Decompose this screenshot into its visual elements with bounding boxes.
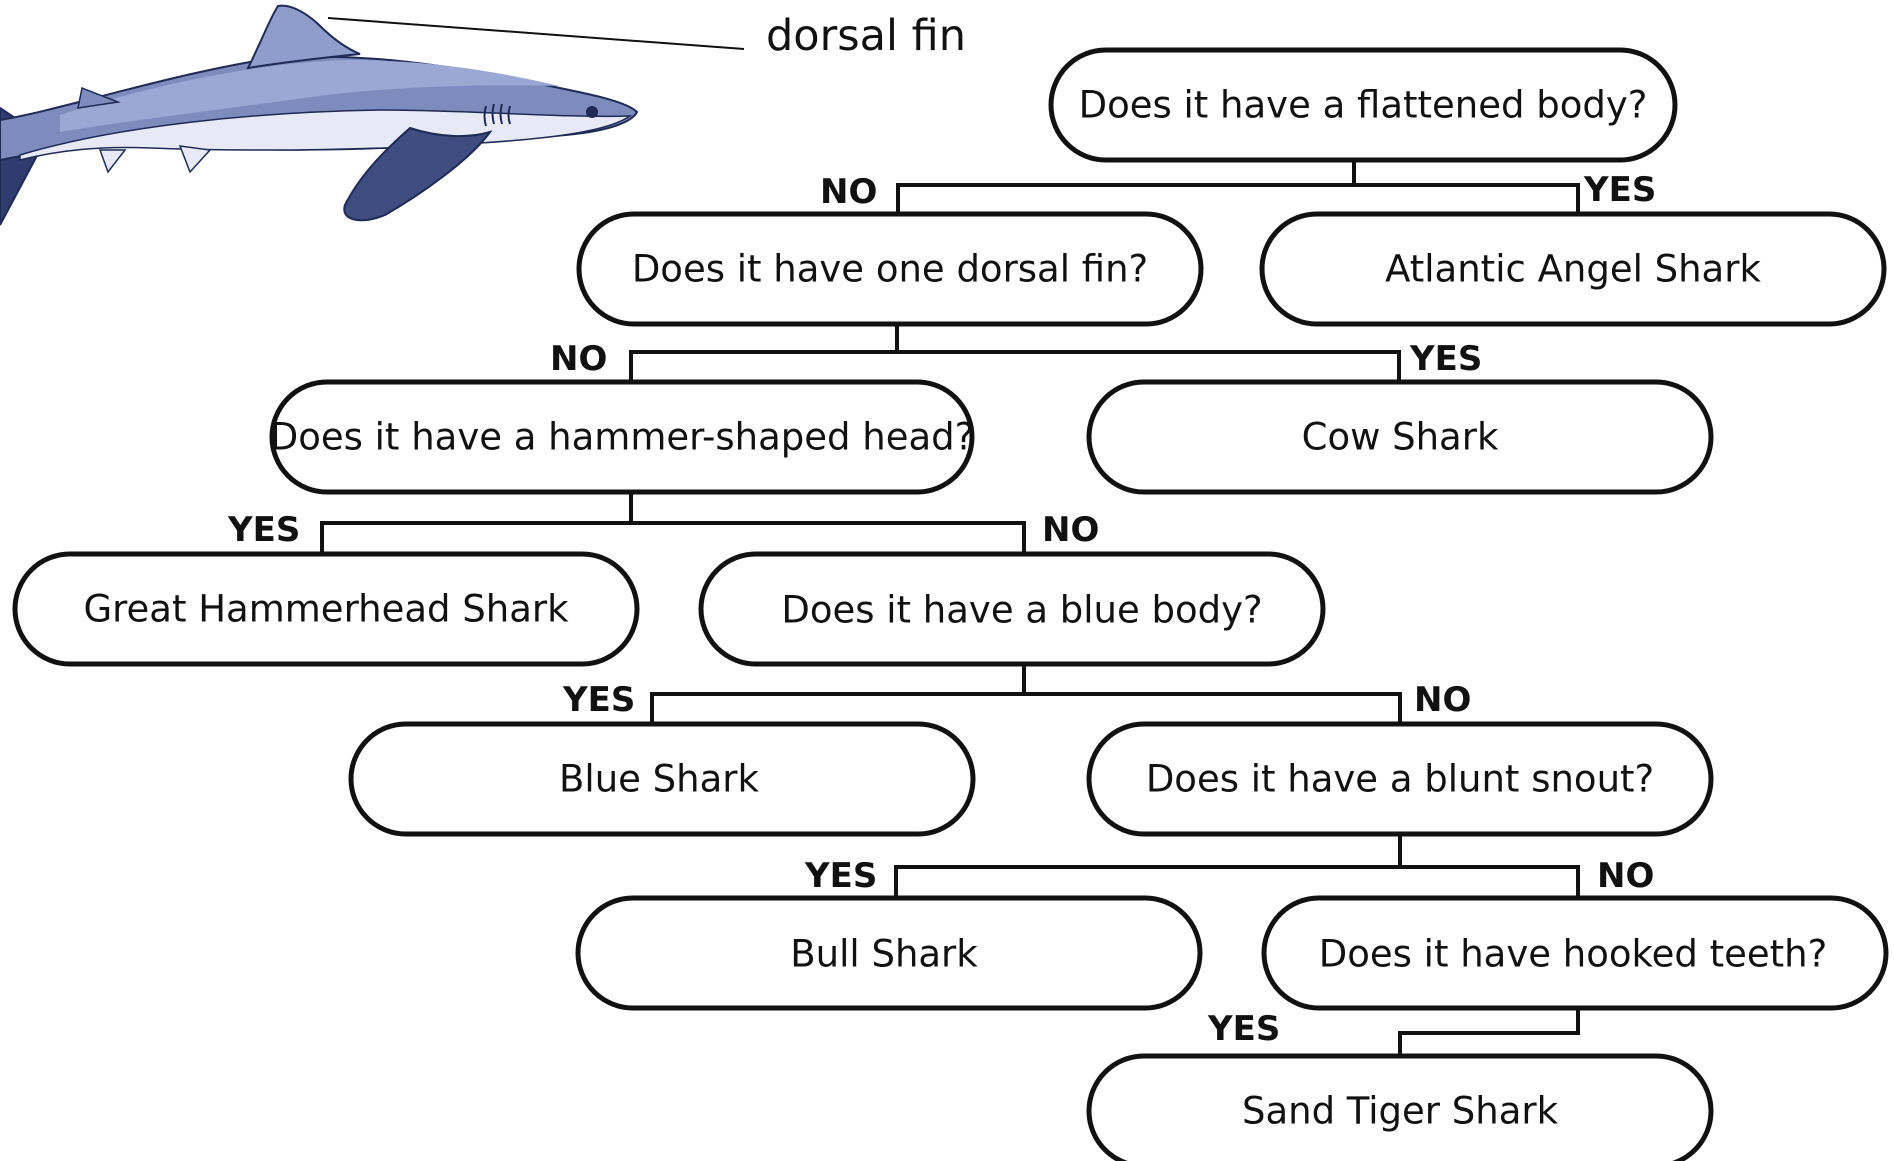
branch-labels: NO YES NO YES YES NO YES NO YES NO YES: [227, 170, 1656, 1049]
shark-pectoral-fin: [343, 126, 493, 222]
label-q2-yes: YES: [1409, 339, 1482, 379]
node-cow-shark: Cow Shark: [1086, 379, 1714, 495]
node-bull-shark: Bull Shark: [575, 895, 1203, 1011]
label-q5-yes: YES: [804, 856, 877, 896]
label-q3-yes: YES: [227, 510, 300, 550]
node-hooked-teeth-question: Does it have hooked teeth?: [1261, 895, 1889, 1011]
shark-illustration: dorsal fin: [0, 4, 966, 226]
node-text: Blue Shark: [559, 758, 759, 801]
connectors: [320, 158, 1580, 1059]
shark-back-highlight: [60, 60, 560, 132]
label-q3-no: NO: [1042, 510, 1099, 550]
label-q4-yes: YES: [562, 680, 635, 720]
shark-gills: [483, 103, 511, 127]
node-blunt-snout-question: Does it have a blunt snout?: [1086, 721, 1714, 837]
node-text: Great Hammerhead Shark: [83, 588, 569, 631]
node-text: Sand Tiger Shark: [1242, 1090, 1559, 1133]
connector-q1: [896, 158, 1580, 214]
node-text: Does it have one dorsal fin?: [632, 248, 1148, 291]
nodes: Does it have a flattened body? Does it h…: [12, 47, 1889, 1161]
node-text: Does it have a blue body?: [781, 589, 1262, 632]
node-text: Does it have a hammer-shaped head?: [270, 416, 975, 459]
connector-q6: [1398, 1006, 1580, 1059]
shark-anal-fin: [98, 149, 127, 174]
node-sand-tiger-shark: Sand Tiger Shark: [1086, 1053, 1714, 1161]
shark-pelvic-fin: [178, 145, 212, 174]
label-q1-yes: YES: [1583, 170, 1656, 210]
node-hammer-head-question: Does it have a hammer-shaped head?: [269, 379, 975, 495]
node-atlantic-angel-shark: Atlantic Angel Shark: [1259, 211, 1887, 327]
connector-q4: [650, 662, 1402, 723]
connector-q5: [894, 832, 1580, 898]
node-blue-body-question: Does it have a blue body?: [698, 551, 1326, 667]
label-q6-yes: YES: [1207, 1009, 1280, 1049]
callout-label: dorsal fin: [766, 11, 966, 61]
node-text: Does it have hooked teeth?: [1319, 933, 1828, 976]
node-blue-shark: Blue Shark: [348, 721, 976, 837]
node-text: Does it have a blunt snout?: [1146, 758, 1654, 801]
callout-line: [327, 17, 745, 50]
shark-eye: [586, 106, 598, 118]
node-text: Does it have a flattened body?: [1079, 84, 1648, 127]
label-q1-no: NO: [820, 172, 877, 212]
label-q5-no: NO: [1597, 856, 1654, 896]
label-q4-no: NO: [1414, 680, 1471, 720]
node-text: Atlantic Angel Shark: [1385, 248, 1761, 291]
node-great-hammerhead-shark: Great Hammerhead Shark: [12, 551, 640, 667]
label-q2-no: NO: [550, 339, 607, 379]
node-text: Cow Shark: [1302, 416, 1499, 459]
shark-second-dorsal: [77, 86, 121, 109]
node-one-dorsal-fin-question: Does it have one dorsal fin?: [576, 211, 1204, 327]
node-text: Bull Shark: [790, 933, 978, 976]
connector-q3: [320, 490, 1026, 553]
shark-belly: [19, 109, 633, 161]
node-flattened-body-question: Does it have a flattened body?: [1048, 47, 1678, 163]
connector-q2: [629, 323, 1401, 382]
shark-dorsal-fin: [246, 4, 361, 70]
